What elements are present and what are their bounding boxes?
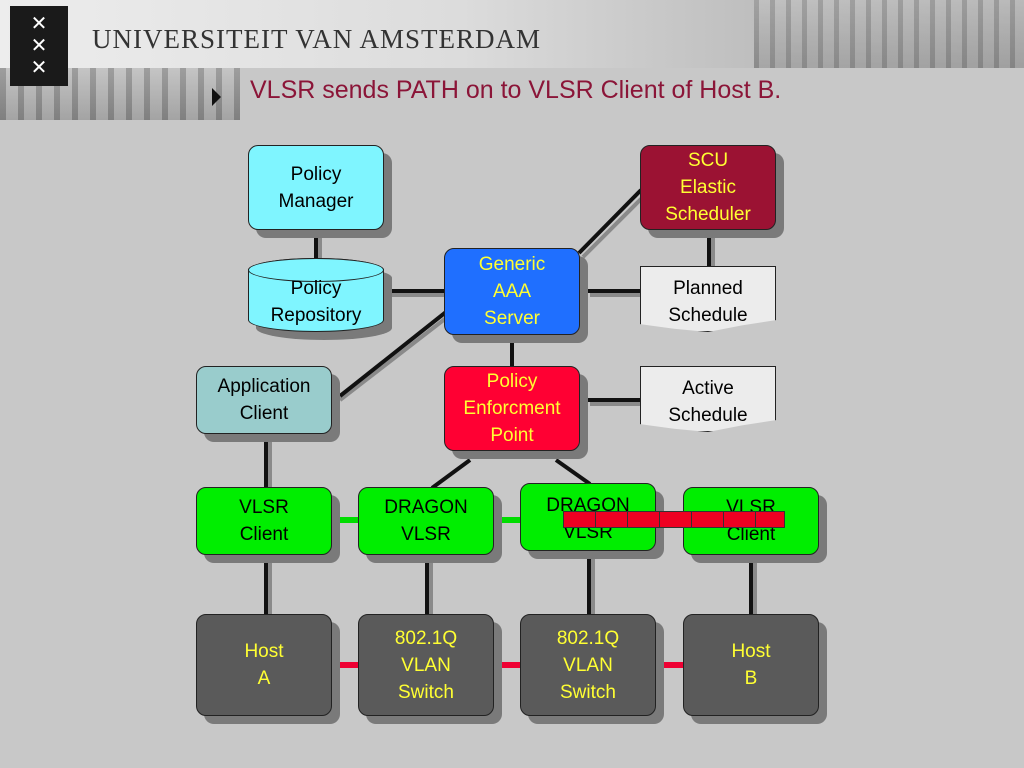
connector-line <box>430 458 472 490</box>
active-schedule-document: Active Schedule <box>640 366 776 432</box>
generic-aaa-server-box: Generic AAA Server <box>444 248 580 335</box>
connector-shadow <box>338 313 452 402</box>
logo-x-icon: ✕ <box>30 55 48 79</box>
slide-title: VLSR sends PATH on to VLSR Client of Hos… <box>250 76 782 104</box>
scu-elastic-scheduler-box: SCU Elastic Scheduler <box>640 145 776 230</box>
university-name: UNIVERSITEIT VAN AMSTERDAM <box>92 24 542 54</box>
path-message-bar <box>563 511 785 528</box>
logo-x-icon: ✕ <box>30 11 48 35</box>
planned-schedule-document: Planned Schedule <box>640 266 776 332</box>
policy-repository-cylinder: Policy Repository <box>248 258 384 332</box>
connector-line <box>577 188 643 255</box>
dragon-vlsr-box: DRAGON VLSR <box>358 487 494 555</box>
host-a-box: Host A <box>196 614 332 716</box>
host-b-box: Host B <box>683 614 819 716</box>
connector-shadow <box>581 193 647 259</box>
vlan-switch-box: 802.1Q VLAN Switch <box>358 614 494 716</box>
policy-manager-box: Policy Manager <box>248 145 384 230</box>
bullet-arrow-icon <box>212 88 221 106</box>
building-image <box>754 0 1024 68</box>
application-client-box: Application Client <box>196 366 332 434</box>
connector-line <box>554 458 592 486</box>
policy-repository-label: Policy Repository <box>270 278 362 326</box>
university-logo: ✕ ✕ ✕ <box>10 6 68 86</box>
vlsr-client-a-box: VLSR Client <box>196 487 332 555</box>
cylinder-top <box>248 258 384 282</box>
logo-x-icon: ✕ <box>30 33 48 57</box>
connector-line <box>338 310 448 398</box>
policy-enforcement-point-box: Policy Enforcment Point <box>444 366 580 451</box>
header: ✕ ✕ ✕ UNIVERSITEIT VAN AMSTERDAM VLSR se… <box>0 0 1024 120</box>
vlan-switch-box: 802.1Q VLAN Switch <box>520 614 656 716</box>
